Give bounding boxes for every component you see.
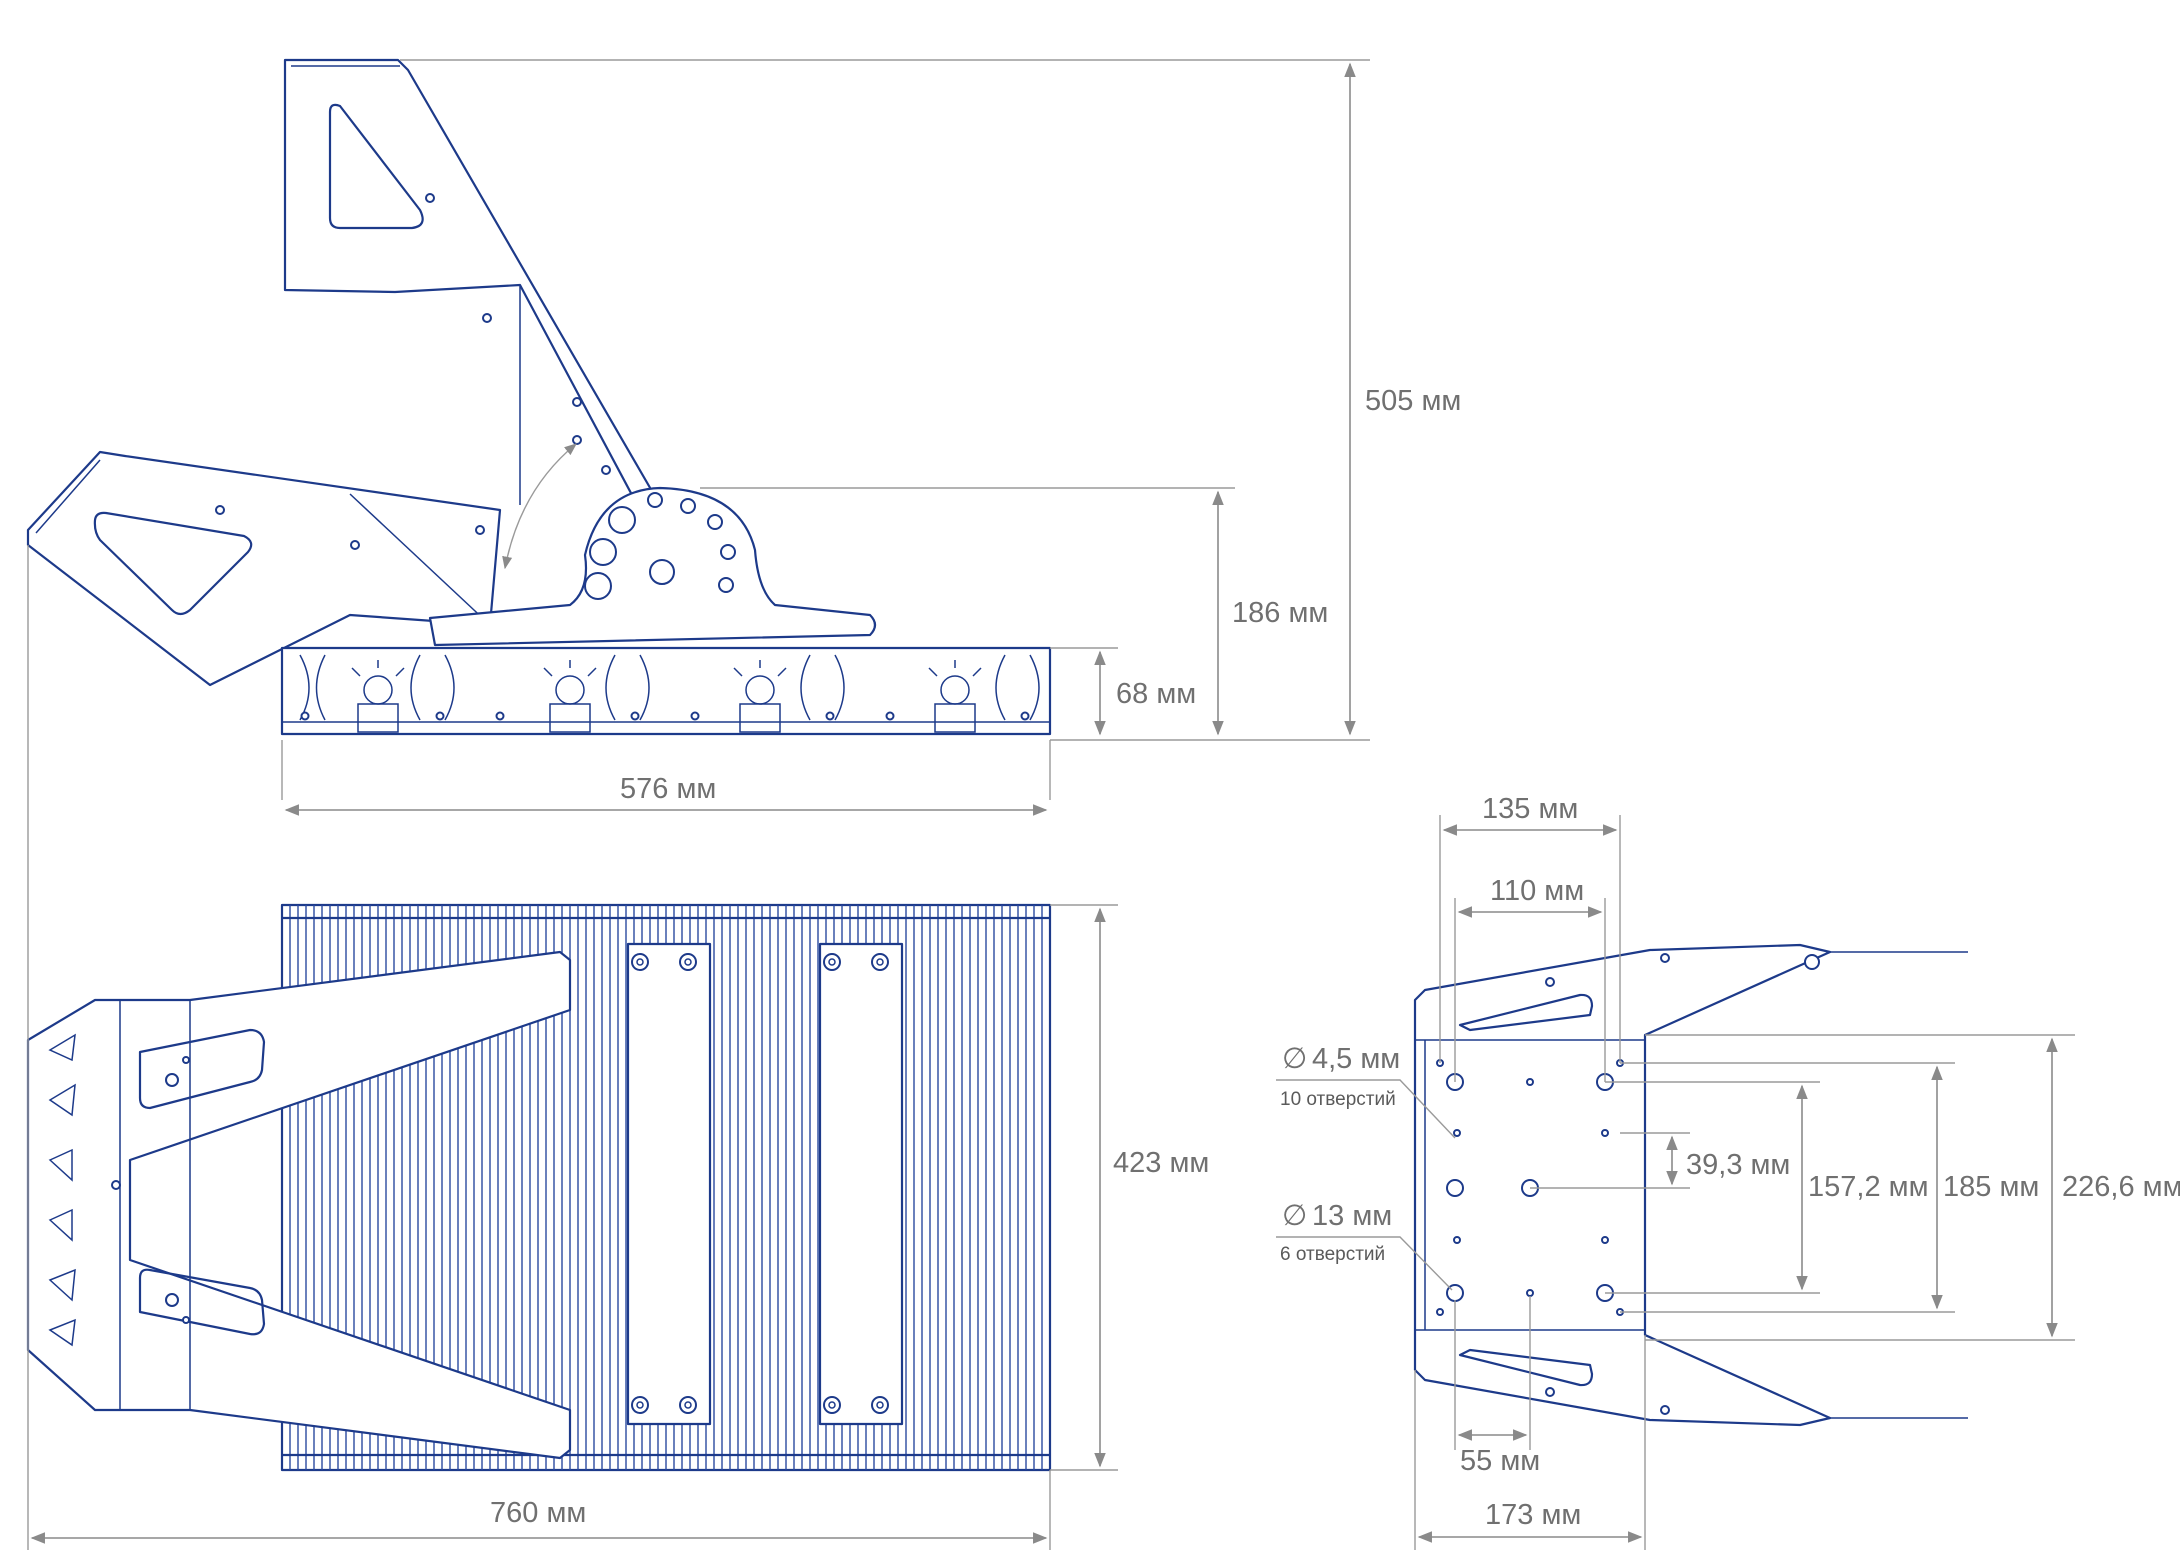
bracket-dimensions: 135 мм 110 мм ∅ 4,5 мм 10 отверстий ∅ 13… [1276,793,2180,1550]
dim-module-width: 576 мм [620,773,716,805]
bracket-view: 135 мм 110 мм ∅ 4,5 мм 10 отверстий ∅ 13… [1276,793,2180,1550]
dim-226-6: 226,6 мм [2062,1171,2180,1203]
dim-173: 173 мм [1485,1499,1581,1531]
mount-plates [626,942,904,1426]
hole-large-count: 6 отверстий [1280,1244,1385,1265]
top-view: 423 мм 760 мм [26,545,1209,1550]
dim-157-2: 157,2 мм [1808,1171,1929,1203]
dim-total-length: 760 мм [490,1497,586,1529]
lower-bracket-arm [26,450,502,687]
hole-small-diameter: 4,5 мм [1312,1043,1400,1075]
diameter-symbol-small: ∅ [1282,1043,1307,1075]
diameter-symbol-large: ∅ [1282,1200,1307,1232]
hinge-plate [428,486,877,647]
plate-holes [1436,1059,1624,1316]
dim-110: 110 мм [1490,875,1584,907]
hole-small-count: 10 отверстий [1280,1089,1396,1110]
rotation-arrow [502,443,577,570]
dim-55: 55 мм [1460,1445,1540,1477]
upper-bracket-arm [283,58,662,512]
dim-185: 185 мм [1943,1171,2039,1203]
dim-39-3: 39,3 мм [1686,1149,1790,1181]
side-view: 505 мм 186 мм 68 мм 576 мм [26,58,1461,816]
dim-depth: 423 мм [1113,1147,1209,1179]
dim-total-height: 505 мм [1365,385,1461,417]
top-dimensions: 423 мм 760 мм [27,545,1209,1550]
dim-bracket-height: 186 мм [1232,597,1328,629]
hole-large-diameter: 13 мм [1312,1200,1392,1232]
side-dimensions: 505 мм 186 мм 68 мм 576 мм [281,59,1461,816]
led-module-row [280,646,1052,736]
dim-135: 135 мм [1482,793,1578,825]
top-bracket-frame [26,950,572,1460]
dim-module-height: 68 мм [1116,678,1196,710]
